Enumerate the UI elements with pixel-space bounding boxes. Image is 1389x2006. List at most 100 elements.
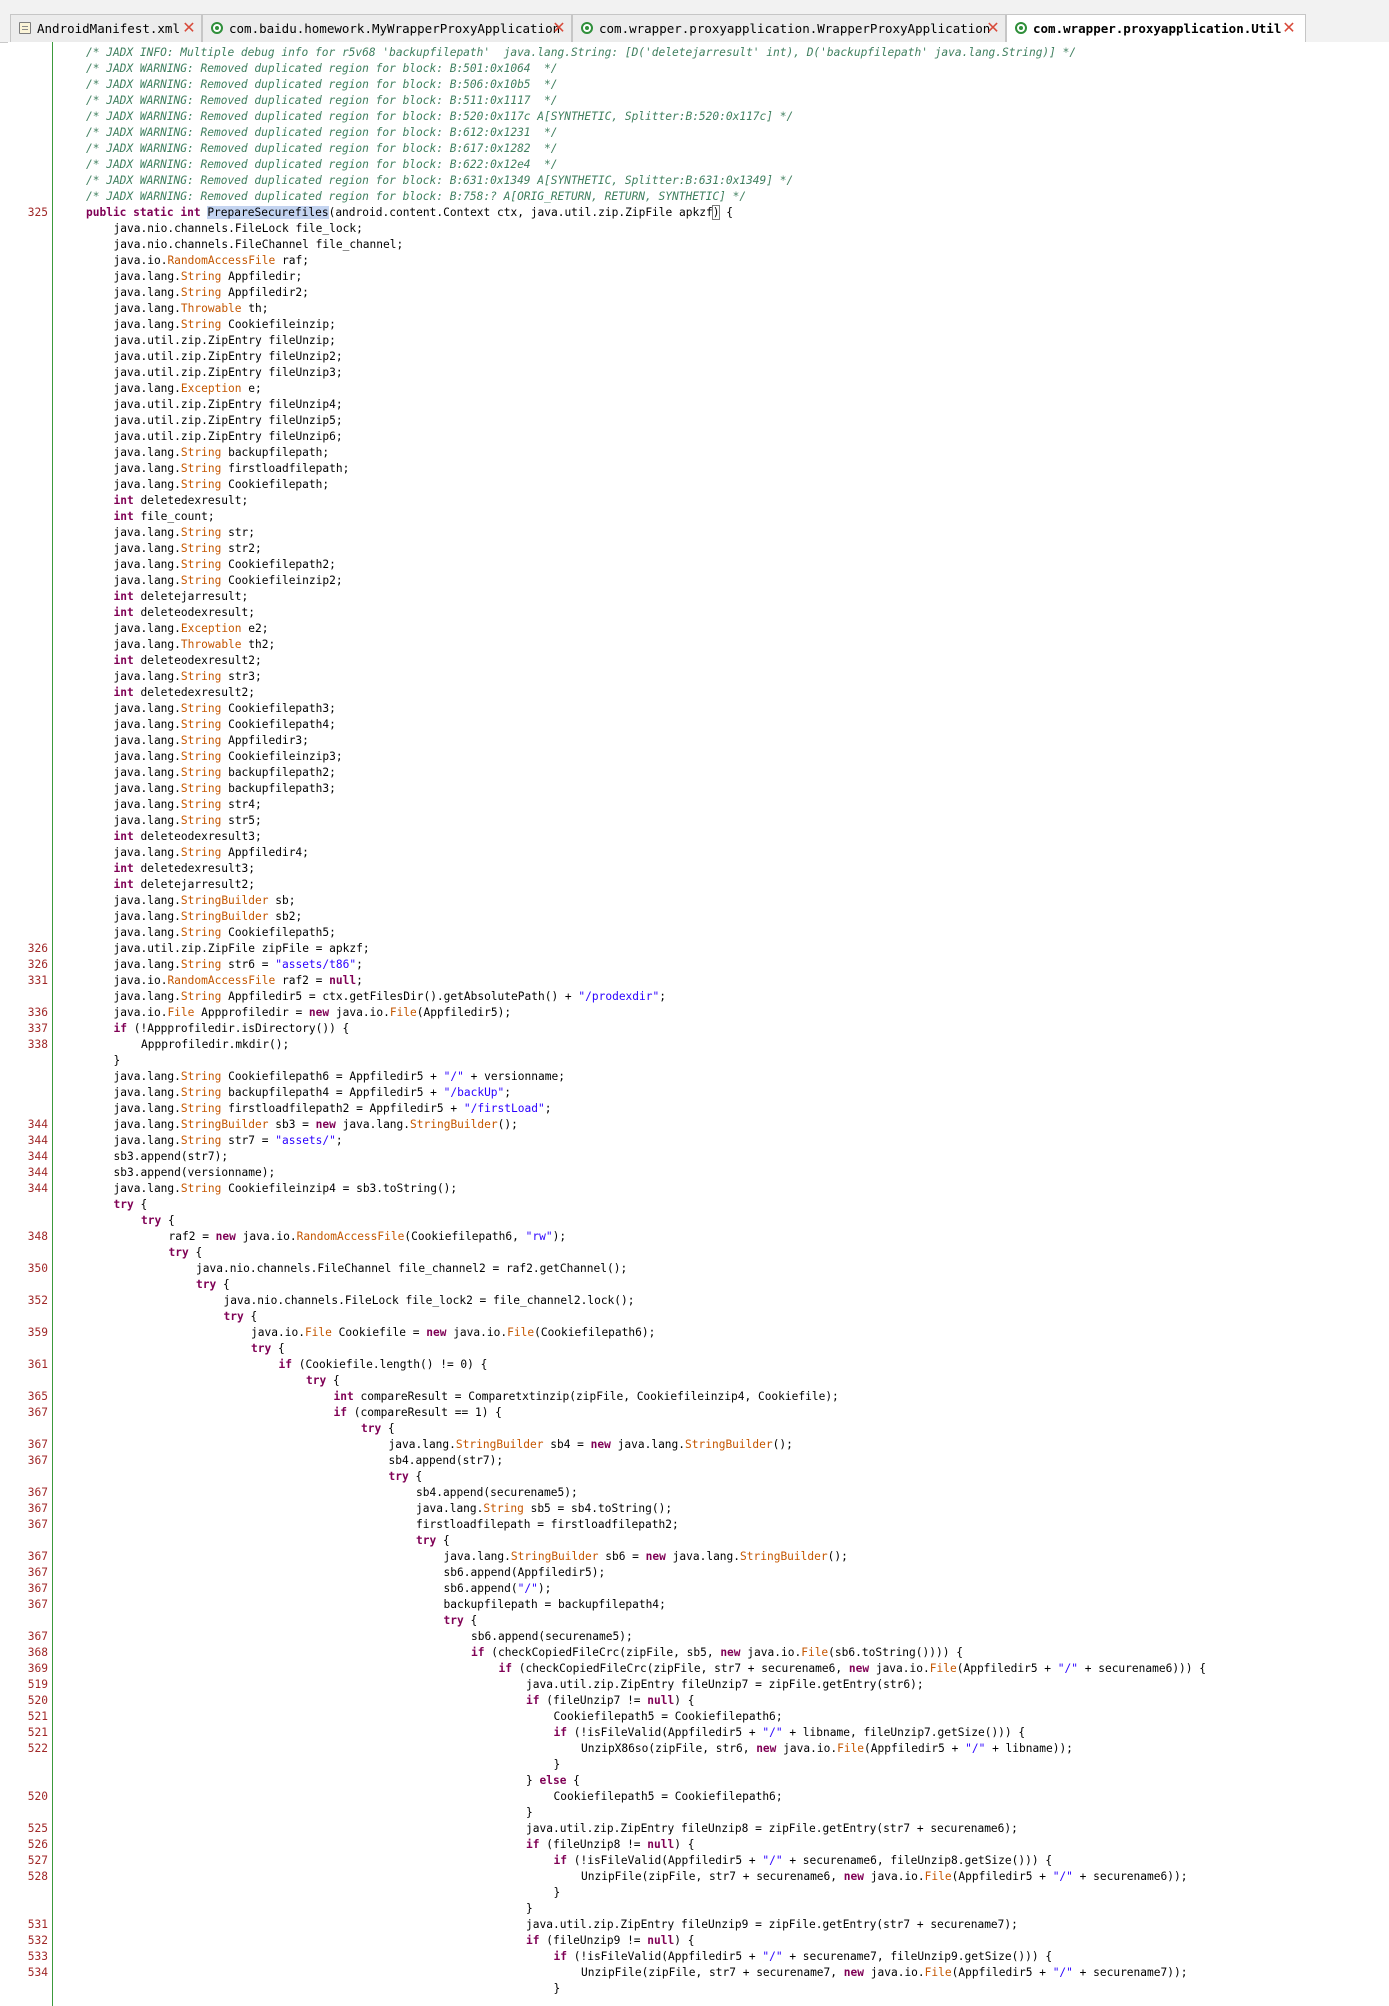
code-text: java.lang.String str;	[113, 526, 256, 539]
code-line: java.util.zip.ZipEntry fileUnzip3;	[53, 365, 1389, 381]
line-number: 326	[27, 958, 48, 971]
code-text: if (Cookiefile.length() != 0) {	[278, 1358, 488, 1371]
line-number: 532	[27, 1934, 48, 1947]
line-number: 525	[27, 1822, 48, 1835]
code-text: public static int PrepareSecurefiles(and…	[86, 205, 733, 220]
code-text: if (fileUnzip9 != null) {	[526, 1934, 695, 1947]
code-text: java.lang.String Appfiledir;	[113, 270, 303, 283]
code-line: java.nio.channels.FileLock file_lock2 = …	[53, 1293, 1389, 1309]
code-text: java.lang.String backupfilepath2;	[113, 766, 336, 779]
code-text: Appprofiledir.mkdir();	[141, 1038, 290, 1051]
code-text: java.io.RandomAccessFile raf2 = null;	[113, 974, 363, 987]
code-line: try {	[53, 1309, 1389, 1325]
code-line: java.util.zip.ZipEntry fileUnzip6;	[53, 429, 1389, 445]
code-line: try {	[53, 1197, 1389, 1213]
line-number: 352	[27, 1294, 48, 1307]
close-tab-icon[interactable]: ✕	[1282, 18, 1296, 37]
code-text: int compareResult = Comparetxtinzip(zipF…	[333, 1390, 839, 1403]
code-text: java.lang.String Appfiledir4;	[113, 846, 309, 859]
code-text: java.lang.String Cookiefileinzip4 = sb3.…	[113, 1182, 458, 1195]
code-text: Cookiefilepath5 = Cookiefilepath6;	[553, 1710, 783, 1723]
code-line: int compareResult = Comparetxtinzip(zipF…	[53, 1389, 1389, 1405]
code-line: /* JADX WARNING: Removed duplicated regi…	[53, 157, 1389, 173]
code-line: java.util.zip.ZipEntry fileUnzip5;	[53, 413, 1389, 429]
code-text: java.lang.String str2;	[113, 542, 262, 555]
code-text: if (compareResult == 1) {	[333, 1406, 502, 1419]
code-line: java.lang.String firstloadfilepath;	[53, 461, 1389, 477]
code-line: java.lang.String Cookiefileinzip4 = sb3.…	[53, 1181, 1389, 1197]
code-line: java.lang.StringBuilder sb;	[53, 893, 1389, 909]
line-number: 331	[27, 974, 48, 987]
code-line: java.lang.String backupfilepath2;	[53, 765, 1389, 781]
code-text: java.lang.StringBuilder sb4 = new java.l…	[388, 1438, 793, 1451]
code-text: }	[113, 1054, 121, 1067]
code-line: int deletedexresult;	[53, 493, 1389, 509]
line-number: 365	[27, 1390, 48, 1403]
code-line: java.lang.String Cookiefileinzip;	[53, 317, 1389, 333]
code-line: java.lang.String backupfilepath;	[53, 445, 1389, 461]
code-line: java.lang.StringBuilder sb4 = new java.l…	[53, 1437, 1389, 1453]
code-line: java.lang.String str3;	[53, 669, 1389, 685]
code-line: /* JADX WARNING: Removed duplicated regi…	[53, 77, 1389, 93]
code-line: java.lang.Throwable th;	[53, 301, 1389, 317]
code-text: java.lang.String firstloadfilepath2 = Ap…	[113, 1102, 552, 1115]
code-text: /* JADX WARNING: Removed duplicated regi…	[86, 126, 558, 139]
code-text: java.lang.Throwable th;	[113, 302, 269, 315]
close-tab-icon[interactable]: ✕	[986, 18, 1000, 37]
tab-wrapper-proxy-application[interactable]: com.wrapper.proxyapplication.WrapperProx…	[572, 14, 1006, 42]
code-text: try {	[361, 1422, 395, 1435]
code-text: java.lang.String Cookiefilepath;	[113, 478, 330, 491]
code-line: /* JADX WARNING: Removed duplicated regi…	[53, 61, 1389, 77]
tab-android-manifest[interactable]: AndroidManifest.xml ✕	[10, 14, 202, 42]
code-line: if (fileUnzip9 != null) {	[53, 1933, 1389, 1949]
code-text: java.util.zip.ZipEntry fileUnzip6;	[113, 430, 343, 443]
code-text: /* JADX WARNING: Removed duplicated regi…	[86, 78, 558, 91]
code-line: java.lang.String Appfiledir;	[53, 269, 1389, 285]
code-line: try {	[53, 1277, 1389, 1293]
line-number: 337	[27, 1022, 48, 1035]
line-number: 367	[27, 1486, 48, 1499]
code-text: try {	[306, 1374, 340, 1387]
close-tab-icon[interactable]: ✕	[552, 18, 566, 37]
code-line: if (!isFileValid(Appfiledir5 + "/" + lib…	[53, 1725, 1389, 1741]
code-text: java.util.zip.ZipEntry fileUnzip3;	[113, 366, 343, 379]
code-line: java.nio.channels.FileChannel file_chann…	[53, 1261, 1389, 1277]
code-line: java.io.File Appprofiledir = new java.io…	[53, 1005, 1389, 1021]
line-number: 521	[27, 1726, 48, 1739]
code-line: public static int PrepareSecurefiles(and…	[53, 205, 1389, 221]
code-text: int deletejarresult;	[113, 590, 249, 603]
code-text: /* JADX WARNING: Removed duplicated regi…	[86, 142, 558, 155]
line-number: 367	[27, 1454, 48, 1467]
code-line: int deletedexresult2;	[53, 685, 1389, 701]
code-area[interactable]: /* JADX INFO: Multiple debug info for r5…	[53, 42, 1389, 2006]
code-line: sb4.append(securename5);	[53, 1485, 1389, 1501]
code-line: } else {	[53, 1773, 1389, 1789]
code-text: java.nio.channels.FileLock file_lock2 = …	[223, 1294, 635, 1307]
code-text: java.lang.String backupfilepath;	[113, 446, 330, 459]
close-tab-icon[interactable]: ✕	[182, 18, 196, 37]
tab-util[interactable]: com.wrapper.proxyapplication.Util ✕	[1006, 14, 1306, 43]
code-line: if (compareResult == 1) {	[53, 1405, 1389, 1421]
line-number: 350	[27, 1262, 48, 1275]
code-text: java.lang.String Cookiefileinzip2;	[113, 574, 343, 587]
code-line: /* JADX WARNING: Removed duplicated regi…	[53, 125, 1389, 141]
code-text: /* JADX WARNING: Removed duplicated regi…	[86, 190, 747, 203]
code-line: }	[53, 1053, 1389, 1069]
code-text: try {	[416, 1534, 450, 1547]
code-text: java.lang.String Cookiefilepath2;	[113, 558, 336, 571]
code-text: java.util.zip.ZipEntry fileUnzip7 = zipF…	[526, 1678, 924, 1691]
line-number: 325	[27, 206, 48, 219]
code-line: java.util.zip.ZipEntry fileUnzip7 = zipF…	[53, 1677, 1389, 1693]
code-line: UnzipX86so(zipFile, str6, new java.io.Fi…	[53, 1741, 1389, 1757]
code-line: java.lang.String str;	[53, 525, 1389, 541]
code-line: java.util.zip.ZipEntry fileUnzip;	[53, 333, 1389, 349]
code-line: int deleteodexresult2;	[53, 653, 1389, 669]
tab-my-wrapper-proxy-application[interactable]: com.baidu.homework.MyWrapperProxyApplica…	[202, 14, 572, 42]
line-number: 338	[27, 1038, 48, 1051]
code-line: Appprofiledir.mkdir();	[53, 1037, 1389, 1053]
code-text: java.lang.String Cookiefilepath3;	[113, 702, 336, 715]
code-text: raf2 = new java.io.RandomAccessFile(Cook…	[168, 1230, 567, 1243]
tab-label: com.baidu.homework.MyWrapperProxyApplica…	[229, 21, 561, 36]
